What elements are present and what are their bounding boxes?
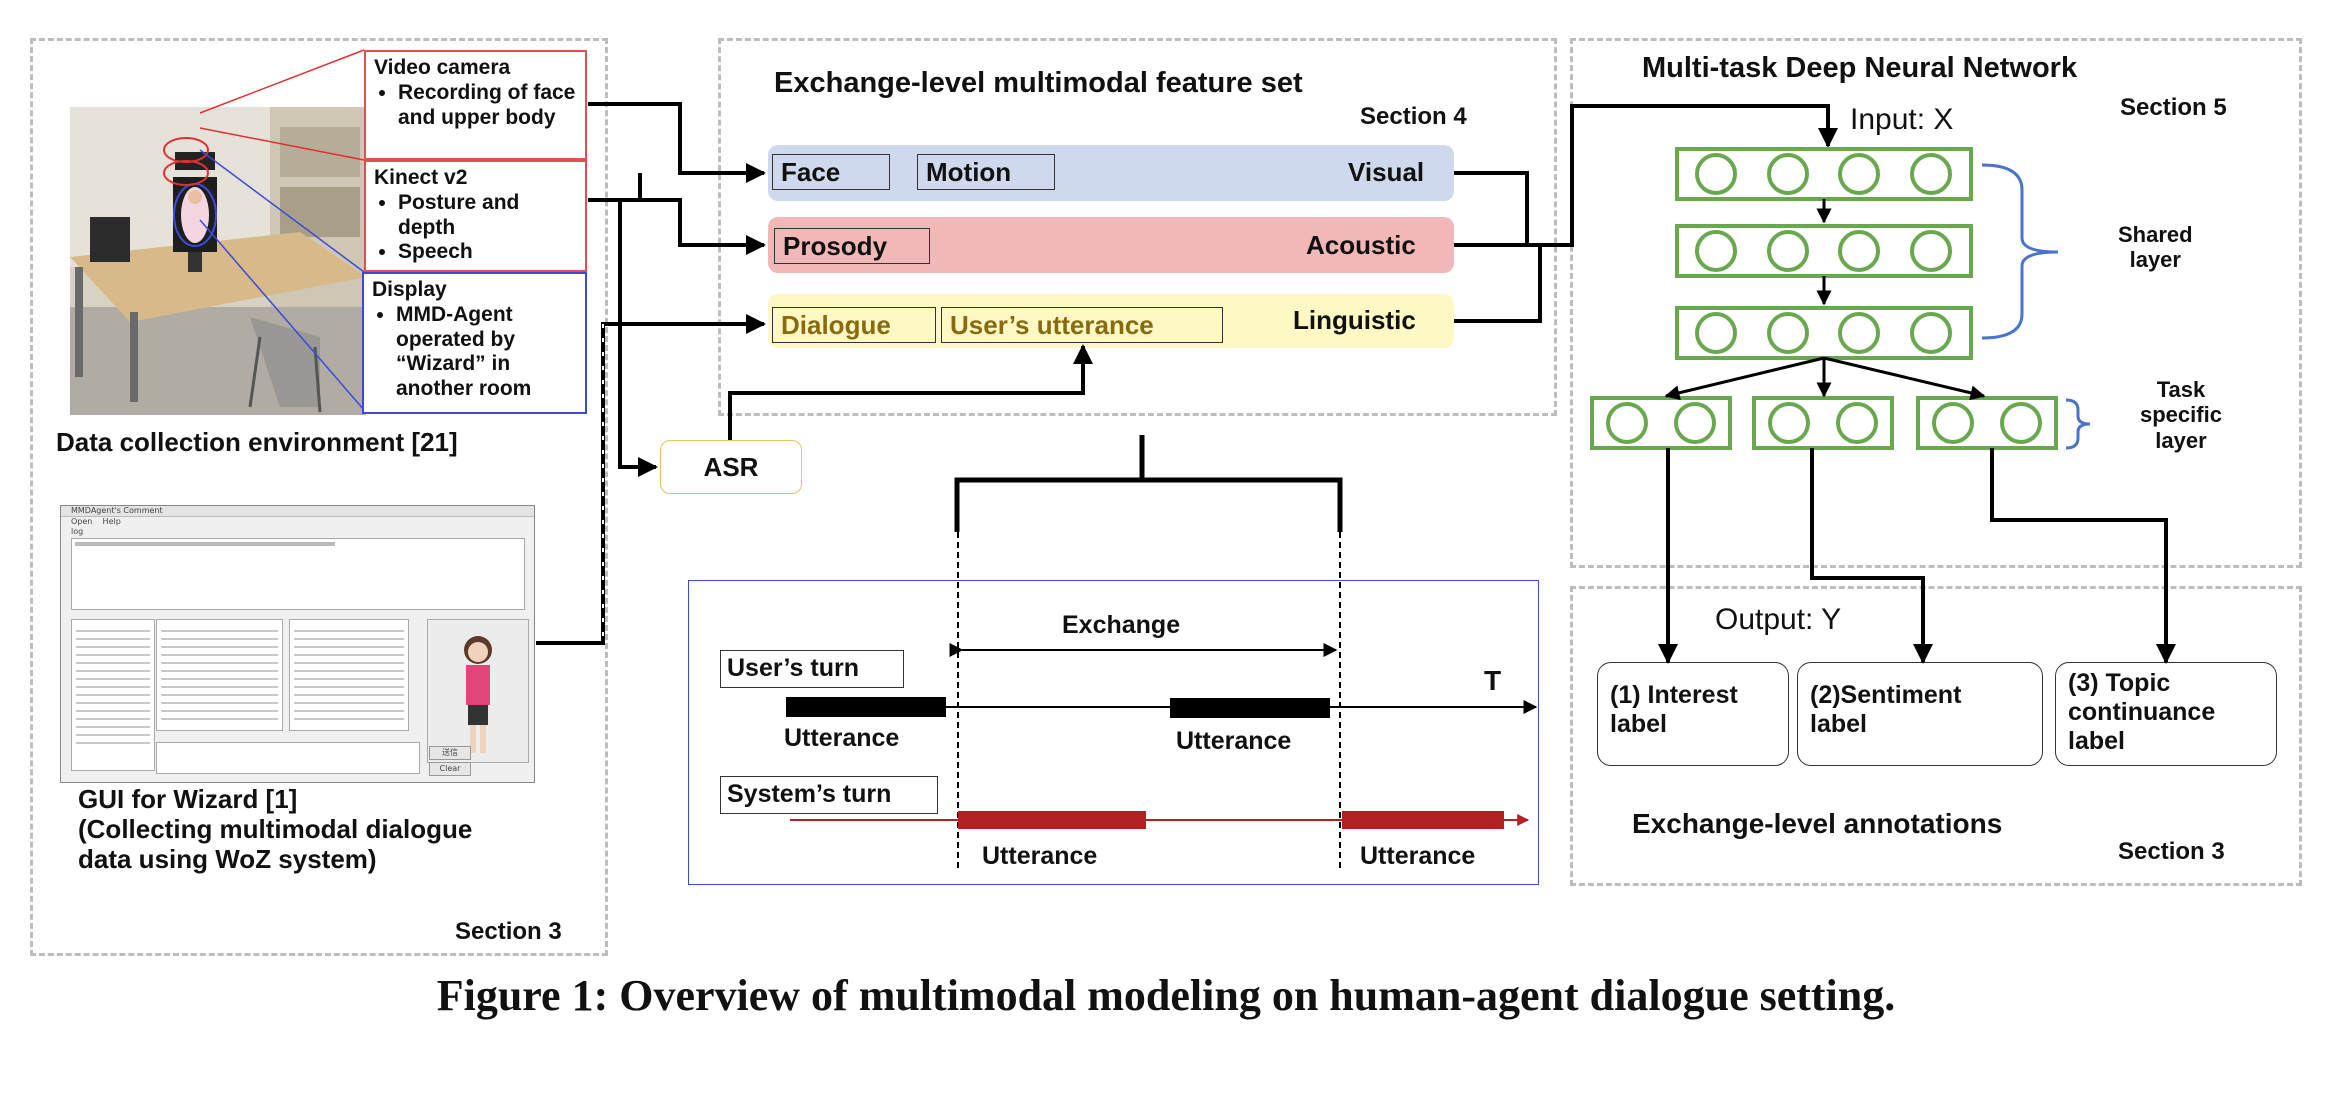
photo-callout-lines bbox=[199, 49, 365, 411]
exchange-label: Exchange bbox=[1062, 611, 1181, 639]
gui-log-label: log bbox=[71, 527, 84, 536]
kinect-title: Kinect v2 bbox=[374, 166, 468, 189]
visual-label: Visual bbox=[1348, 157, 1425, 187]
annotation-section-label: Section 3 bbox=[2118, 838, 2225, 865]
gui-log-area bbox=[71, 538, 525, 610]
kinect-item: Speech bbox=[398, 240, 577, 265]
exchange-panel bbox=[688, 580, 1539, 885]
gui-caption-line: GUI for Wizard [1] bbox=[78, 784, 298, 814]
gui-caption: GUI for Wizard [1] (Collecting multimoda… bbox=[78, 784, 473, 875]
gui-list-1 bbox=[71, 619, 155, 771]
kinect-to-visual-arrow bbox=[588, 173, 642, 202]
network-section-label: Section 5 bbox=[2120, 94, 2227, 121]
shared-layer-brace bbox=[1981, 163, 2059, 340]
feature-set-title: Exchange-level multimodal feature set bbox=[774, 67, 1303, 99]
environment-caption: Data collection environment [21] bbox=[56, 427, 458, 457]
gui-agent-preview bbox=[427, 619, 529, 763]
prosody-chip: Prosody bbox=[774, 228, 930, 264]
linguistic-label: Linguistic bbox=[1293, 305, 1416, 335]
kinect-item: Posture and depth bbox=[398, 191, 577, 241]
kinect-box: Kinect v2 Posture and depth Speech bbox=[364, 160, 587, 272]
gui-to-linguistic-arrow bbox=[536, 314, 766, 645]
gui-window-title: MMDAgent's Comment bbox=[71, 506, 163, 515]
task-layer-nodes bbox=[1590, 396, 2058, 450]
gui-caption-line: (Collecting multimodal dialogue bbox=[78, 813, 473, 844]
gui-menu-help: Help bbox=[102, 517, 121, 526]
gui-list-2 bbox=[156, 619, 283, 731]
shared-layer-label: Shared layer bbox=[2118, 222, 2193, 273]
system-turn-box: System’s turn bbox=[720, 776, 938, 814]
time-axis-label: T bbox=[1484, 665, 1502, 696]
user-turn-box: User’s turn bbox=[720, 650, 904, 688]
feature-section-label: Section 4 bbox=[1360, 103, 1467, 130]
output-label: Output: Y bbox=[1715, 603, 1842, 636]
system-utterance-label: Utterance bbox=[982, 842, 1098, 870]
asr-box: ASR bbox=[660, 440, 802, 494]
user-utterance-bar bbox=[786, 697, 946, 717]
video-camera-box: Video camera Recording of face and upper… bbox=[364, 50, 587, 160]
figure-caption: Figure 1: Overview of multimodal modelin… bbox=[436, 971, 1896, 1020]
user-utterance-chip: User’s utterance bbox=[941, 307, 1223, 343]
user-utterance-bar bbox=[1170, 698, 1330, 718]
gui-send-button[interactable]: 送信 bbox=[429, 746, 471, 760]
visual-to-network bbox=[1454, 171, 1529, 245]
system-utterance-label: Utterance bbox=[1360, 842, 1476, 870]
dialogue-chip: Dialogue bbox=[772, 307, 936, 343]
network-panel bbox=[1570, 38, 2302, 568]
task-layer-label: Task specific layer bbox=[2140, 377, 2222, 453]
sentiment-label-box: (2)Sentiment label bbox=[1797, 662, 2043, 766]
acoustic-to-network bbox=[1454, 104, 1838, 247]
system-utterance-bar bbox=[1342, 811, 1504, 829]
input-label: Input: X bbox=[1850, 103, 1954, 136]
topic-output-arrow bbox=[1990, 448, 2176, 664]
task-layer-brace bbox=[2065, 398, 2091, 450]
interest-label-box: (1) Interest label bbox=[1597, 662, 1789, 766]
asr-to-utterance-arrow bbox=[728, 344, 1093, 440]
gui-list-3 bbox=[289, 619, 409, 731]
sentiment-output-arrow bbox=[1810, 448, 1933, 664]
display-box: Display MMD-Agent operated by “Wizard” i… bbox=[362, 272, 587, 414]
user-utterance-label: Utterance bbox=[784, 724, 900, 752]
linguistic-to-network bbox=[1454, 245, 1542, 323]
shared-layer-nodes bbox=[1675, 147, 1973, 360]
face-chip: Face bbox=[772, 154, 890, 190]
user-utterance-label: Utterance bbox=[1176, 727, 1292, 755]
display-title: Display bbox=[372, 278, 447, 301]
linguistic-band bbox=[768, 294, 1454, 348]
display-item: MMD-Agent operated by “Wizard” in anothe… bbox=[396, 303, 577, 402]
motion-chip: Motion bbox=[917, 154, 1055, 190]
video-camera-title: Video camera bbox=[374, 56, 511, 79]
exchange-bracket bbox=[954, 435, 1343, 532]
topic-label-box: (3) Topic continuance label bbox=[2055, 662, 2277, 766]
video-camera-item: Recording of face and upper body bbox=[398, 81, 577, 131]
data-collection-panel bbox=[30, 38, 608, 956]
feature-set-panel bbox=[718, 38, 1557, 416]
gui-clear-button[interactable]: Clear bbox=[429, 762, 471, 776]
annotations-title: Exchange-level annotations bbox=[1632, 808, 2003, 839]
annotation-panel bbox=[1570, 586, 2302, 886]
kinect-to-acoustic-arrow bbox=[640, 198, 766, 255]
left-section-label: Section 3 bbox=[455, 918, 562, 945]
acoustic-label: Acoustic bbox=[1306, 230, 1416, 260]
kinect-to-asr-arrow bbox=[618, 200, 658, 477]
wizard-gui-window: MMDAgent's Comment Open Help log 送信 Clea… bbox=[60, 505, 535, 783]
gui-input-field[interactable] bbox=[156, 742, 420, 774]
gui-menu-open: Open bbox=[71, 517, 93, 526]
gui-caption-line: data using WoZ system) bbox=[78, 843, 377, 874]
system-utterance-bar bbox=[958, 811, 1146, 829]
diagram-connectors bbox=[536, 102, 2176, 872]
network-title: Multi-task Deep Neural Network bbox=[1642, 52, 2078, 84]
camera-to-visual-arrow bbox=[588, 102, 766, 183]
